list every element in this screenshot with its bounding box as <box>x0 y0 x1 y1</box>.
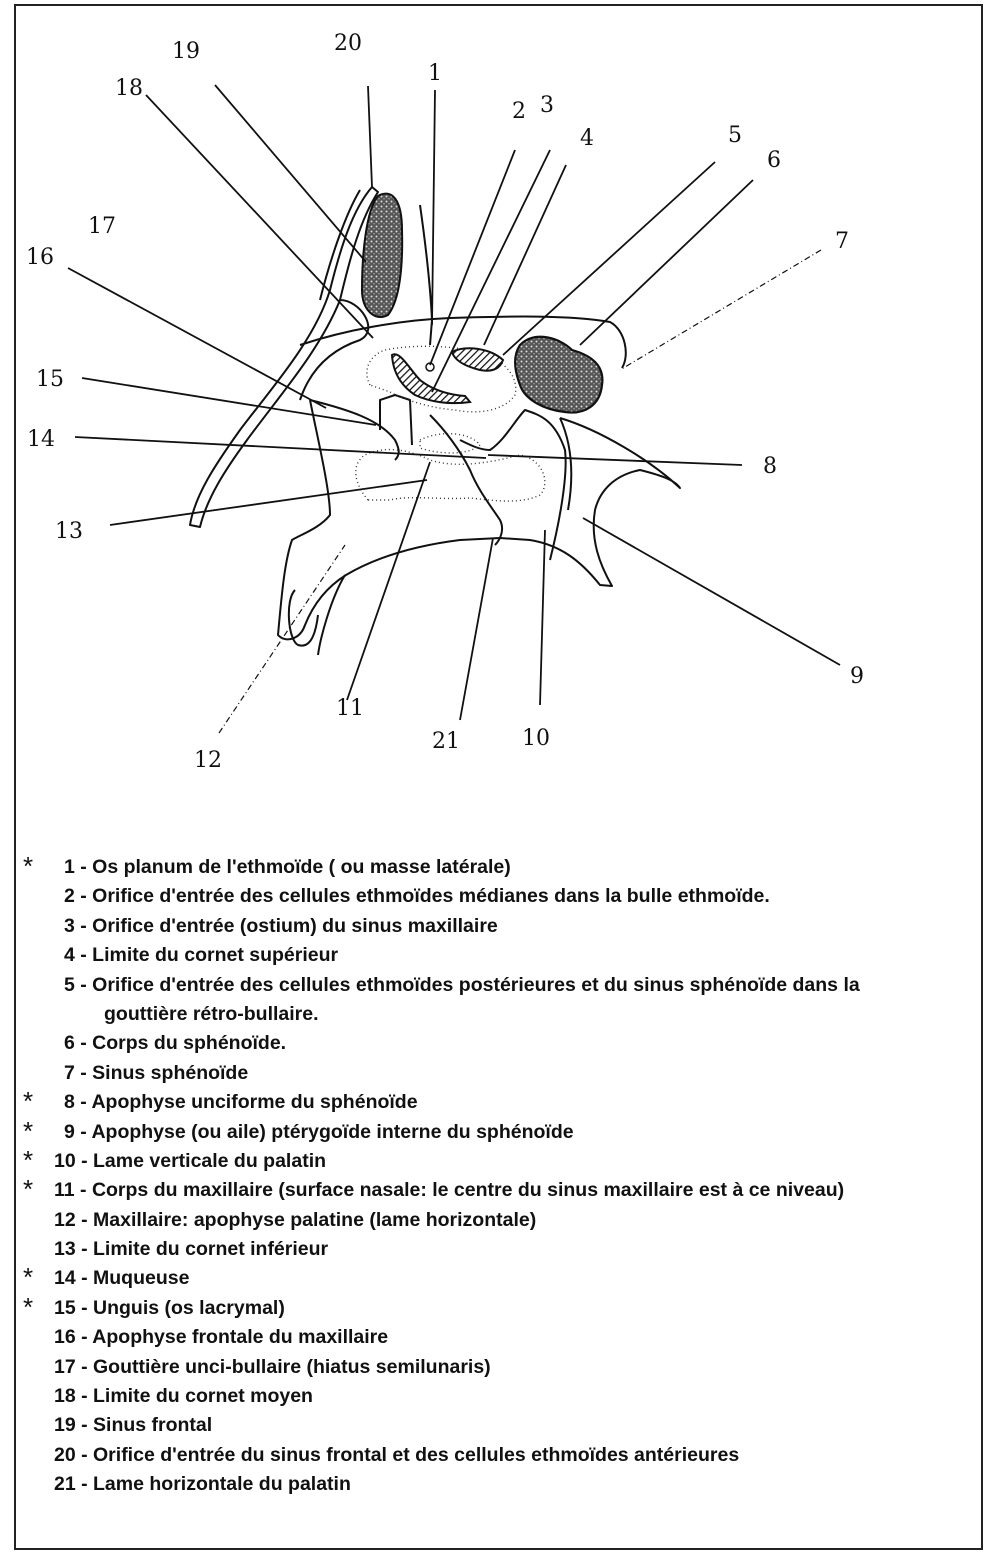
callout-20: 20 <box>334 31 362 56</box>
legend-item: 7 - Sinus sphénoïde <box>20 1059 980 1088</box>
callout-10: 10 <box>522 726 550 751</box>
sphenoid-sinus <box>514 335 604 414</box>
legend-text: 16 - Apophyse frontale du maxillaire <box>54 1326 389 1349</box>
callout-13: 13 <box>55 519 83 544</box>
callout-1: 1 <box>428 61 442 86</box>
frontal-sinus <box>360 192 404 318</box>
asterisk-marker: * <box>23 1086 34 1117</box>
legend-text: 5 - Orifice d'entrée des cellules ethmoï… <box>64 973 860 996</box>
legend-text: 17 - Gouttière unci-bullaire (hiatus sem… <box>54 1355 491 1378</box>
legend-text: 7 - Sinus sphénoïde <box>64 1061 249 1084</box>
legend-text: 3 - Orifice d'entrée (ostium) du sinus m… <box>64 914 498 937</box>
legend-item: 16 - Apophyse frontale du maxillaire <box>20 1323 980 1352</box>
legend-text: 12 - Maxillaire: apophyse palatine (lame… <box>54 1208 537 1231</box>
legend-text: 2 - Orifice d'entrée des cellules ethmoï… <box>64 885 770 908</box>
legend-item: * 8 - Apophyse unciforme du sphénoïde <box>20 1086 980 1117</box>
legend-text: 14 - Muqueuse <box>54 1267 190 1290</box>
callout-8: 8 <box>763 454 777 479</box>
legend-text: 8 - Apophyse unciforme du sphénoïde <box>64 1091 418 1114</box>
legend-item: gouttière rétro-bullaire. <box>20 1000 980 1029</box>
leader-lines <box>67 84 841 734</box>
legend-text: 21 - Lame horizontale du palatin <box>54 1473 351 1496</box>
legend-item: 17 - Gouttière unci-bullaire (hiatus sem… <box>20 1353 980 1382</box>
legend-item: 18 - Limite du cornet moyen <box>20 1382 980 1411</box>
legend-item: * 9 - Apophyse (ou aile) ptérygoïde inter… <box>20 1115 980 1147</box>
legend-text: gouttière rétro-bullaire. <box>104 1002 319 1025</box>
callout-12: 12 <box>194 748 222 773</box>
retrobullar-hatched <box>390 353 472 405</box>
callout-16: 16 <box>26 245 54 270</box>
callout-labels: 1 2 3 4 5 6 7 8 9 10 11 12 13 14 15 16 1… <box>26 31 864 773</box>
legend-text: 10 - Lame verticale du palatin <box>54 1149 327 1172</box>
callout-18: 18 <box>115 76 143 101</box>
legend-item: 13 - Limite du cornet inférieur <box>20 1235 980 1264</box>
legend: * 1 - Os planum de l'ethmoïde ( ou masse … <box>20 851 980 1500</box>
legend-item: * 14 - Muqueuse <box>20 1262 980 1293</box>
legend-text: 18 - Limite du cornet moyen <box>54 1385 313 1408</box>
legend-item: 4 - Limite du cornet supérieur <box>20 941 980 970</box>
legend-text: 6 - Corps du sphénoïde. <box>64 1032 287 1055</box>
asterisk-marker: * <box>23 1174 34 1205</box>
anatomy-diagram: 1 2 3 4 5 6 7 8 9 10 11 12 13 14 15 16 1… <box>26 31 864 773</box>
callout-15: 15 <box>36 367 64 392</box>
callout-3: 3 <box>540 93 554 118</box>
bone-outline <box>189 186 681 656</box>
asterisk-marker: * <box>23 1262 34 1293</box>
callout-2: 2 <box>512 99 526 124</box>
callout-4: 4 <box>580 126 594 151</box>
legend-item: 19 - Sinus frontal <box>20 1411 980 1440</box>
legend-text: 11 - Corps du maxillaire (surface nasale… <box>54 1179 845 1202</box>
legend-text: 1 - Os planum de l'ethmoïde ( ou masse l… <box>64 856 511 878</box>
callout-11: 11 <box>336 696 364 721</box>
legend-item: 3 - Orifice d'entrée (ostium) du sinus m… <box>20 912 980 941</box>
asterisk-marker: * <box>23 851 34 881</box>
callout-6: 6 <box>767 148 781 173</box>
legend-text: 13 - Limite du cornet inférieur <box>54 1238 329 1261</box>
callout-21: 21 <box>432 729 460 754</box>
legend-text: 9 - Apophyse (ou aile) ptérygoïde intern… <box>64 1120 574 1143</box>
figure-frame <box>14 4 983 1550</box>
legend-item: 6 - Corps du sphénoïde. <box>20 1029 980 1058</box>
legend-text: 15 - Unguis (os lacrymal) <box>54 1296 285 1319</box>
callout-17: 17 <box>88 214 116 239</box>
asterisk-marker: * <box>23 1144 34 1175</box>
asterisk-marker: * <box>23 1115 34 1146</box>
ostium-hatched <box>450 347 505 372</box>
legend-text: 19 - Sinus frontal <box>54 1414 213 1437</box>
legend-item: * 15 - Unguis (os lacrymal) <box>20 1291 980 1323</box>
callout-14: 14 <box>27 427 55 452</box>
concha-limits <box>355 345 546 502</box>
legend-item: 21 - Lame horizontale du palatin <box>20 1470 980 1499</box>
legend-text: 20 - Orifice d'entrée du sinus frontal e… <box>54 1443 740 1466</box>
callout-9: 9 <box>850 664 864 689</box>
legend-item: 20 - Orifice d'entrée du sinus frontal e… <box>20 1441 980 1470</box>
legend-text: 4 - Limite du cornet supérieur <box>64 944 339 967</box>
legend-item: 2 - Orifice d'entrée des cellules ethmoï… <box>20 882 980 911</box>
callout-19: 19 <box>172 39 200 64</box>
legend-item: * 11 - Corps du maxillaire (surface nasal… <box>20 1174 980 1205</box>
callout-7: 7 <box>835 229 849 254</box>
legend-item: * 1 - Os planum de l'ethmoïde ( ou masse … <box>20 851 980 882</box>
callout-5: 5 <box>728 123 742 148</box>
asterisk-marker: * <box>23 1291 34 1322</box>
legend-item: 5 - Orifice d'entrée des cellules ethmoï… <box>20 971 980 1000</box>
legend-item: 12 - Maxillaire: apophyse palatine (lame… <box>20 1206 980 1235</box>
legend-item: * 10 - Lame verticale du palatin <box>20 1144 980 1176</box>
